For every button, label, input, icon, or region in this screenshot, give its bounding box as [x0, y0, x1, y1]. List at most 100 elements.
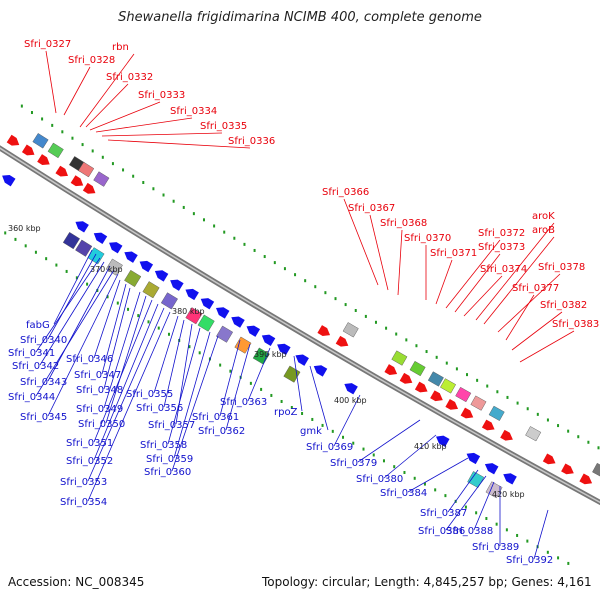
gc-dot: [162, 193, 165, 197]
gc-dot: [405, 338, 408, 342]
forward-gene-10: [414, 381, 428, 393]
forward-domain-12: [488, 405, 505, 421]
backbone-arc: [0, 145, 600, 506]
forward-domain-3: [78, 161, 95, 178]
gc-dot: [172, 199, 175, 203]
gc-dot: [182, 205, 185, 209]
gc-dot: [86, 282, 89, 286]
reverse-gene-3: [109, 242, 123, 254]
gc-dot: [167, 332, 170, 336]
reverse-gene-15: [295, 354, 309, 366]
forward-domain-14-shape: [592, 462, 600, 479]
blue-label: Sfri_0362: [198, 426, 245, 437]
reverse-gene-0: [2, 175, 16, 187]
gc-dot: [229, 369, 232, 373]
kbp-tick-label: 380 kbp: [172, 307, 205, 316]
blue-label: Sfri_0386: [418, 526, 465, 537]
forward-gene-2-shape: [37, 154, 50, 165]
blue-leader: [293, 355, 303, 412]
gc-dot: [464, 505, 467, 509]
accession-text: Accession: NC_008345: [8, 575, 145, 589]
forward-domain-3-shape: [78, 161, 95, 178]
blue-label: Sfri_0348: [76, 385, 123, 396]
blue-leader: [153, 315, 179, 394]
reverse-gene-13: [261, 334, 276, 346]
reverse-gene-13-shape: [261, 334, 276, 346]
gc-dot: [34, 250, 37, 254]
forward-gene-14-shape: [481, 419, 495, 431]
blue-leader: [167, 327, 201, 445]
forward-domain-7-shape: [409, 360, 426, 377]
gc-dot: [106, 295, 109, 299]
reverse-gene-8: [185, 288, 199, 301]
red-leader: [454, 253, 501, 313]
gc-dot: [434, 488, 437, 492]
forward-gene-5: [82, 182, 96, 194]
red-leader: [511, 311, 563, 351]
gc-dot: [65, 269, 68, 273]
gc-dot: [311, 417, 314, 421]
blue-leader: [447, 469, 479, 513]
gc-dot: [455, 367, 458, 371]
reverse-gene-17: [344, 383, 358, 395]
blue-label: Sfri_0357: [148, 420, 195, 431]
gc-dot: [476, 378, 479, 382]
gc-dot: [374, 320, 377, 324]
red-label: Sfri_0332: [106, 72, 153, 83]
blue-label: fabG: [26, 320, 50, 331]
blue-leader: [103, 291, 141, 409]
blue-label: Sfri_0387: [420, 508, 467, 519]
reverse-domain-1-shape: [75, 239, 93, 257]
forward-gene-3-shape: [55, 165, 69, 177]
forward-domain-9-shape: [440, 378, 456, 394]
gc-dot: [485, 516, 488, 520]
blue-label: Sfri_0388: [446, 526, 493, 537]
blue-label: Sfri_0392: [506, 555, 553, 566]
blue-leader: [93, 303, 159, 461]
red-label: Sfri_0378: [538, 262, 585, 273]
blue-label: Sfri_0347: [74, 370, 121, 381]
gc-dot: [223, 230, 226, 234]
blue-leader: [87, 307, 165, 482]
gc-dot: [496, 390, 499, 394]
forward-gene-11-shape: [430, 390, 443, 402]
gc-dot: [137, 314, 140, 318]
blue-leader: [175, 323, 193, 425]
gc-dot: [142, 180, 145, 184]
forward-gene-3: [55, 165, 69, 177]
gc-dot: [344, 303, 347, 307]
gc-dot: [393, 465, 396, 469]
gc-dot: [75, 276, 78, 280]
reverse-gene-14-shape: [277, 343, 291, 356]
gc-dot: [423, 482, 426, 486]
forward-gene-7: [335, 335, 349, 347]
reverse-gene-17-shape: [344, 383, 358, 395]
reverse-domain-0-shape: [62, 232, 80, 250]
forward-gene-16: [542, 453, 556, 465]
forward-domain-4-shape: [93, 171, 110, 187]
blue-leader: [247, 347, 271, 402]
forward-gene-11: [430, 390, 443, 402]
blue-leader: [171, 335, 219, 472]
gc-dot: [91, 149, 94, 153]
blue-label: Sfri_0341: [8, 348, 55, 359]
red-leader: [89, 101, 161, 131]
gc-dot: [30, 111, 33, 115]
red-leader: [343, 198, 379, 286]
reverse-gene-14: [277, 343, 291, 356]
red-leader: [435, 259, 453, 305]
kbp-tick-label: 420 kbp: [492, 490, 525, 499]
forward-gene-4: [70, 175, 84, 187]
gc-dot: [506, 395, 509, 399]
gc-dot: [597, 446, 600, 450]
blue-leader: [163, 319, 185, 408]
blue-label: Sfri_0354: [60, 497, 107, 508]
red-label: Sfri_0327: [24, 39, 71, 50]
gc-dot: [362, 447, 365, 451]
reverse-gene-19-shape: [466, 452, 481, 465]
reverse-gene-7-shape: [170, 279, 184, 291]
blue-leader: [407, 457, 469, 493]
gc-dot: [41, 117, 44, 121]
red-leader: [63, 66, 91, 116]
forward-gene-17-shape: [561, 463, 574, 475]
